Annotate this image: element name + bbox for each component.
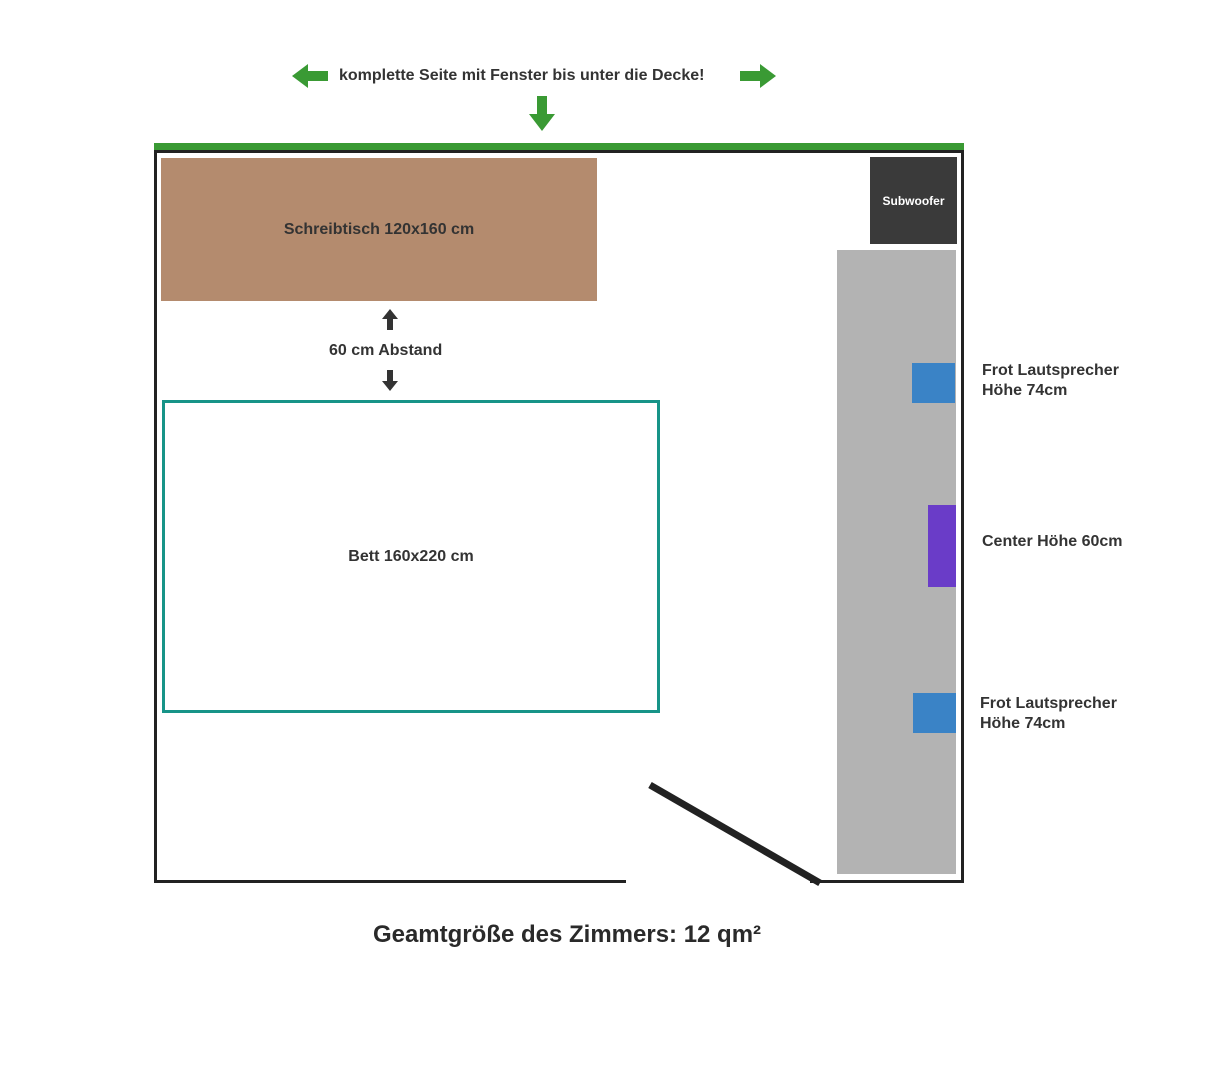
center-speaker [928, 505, 956, 587]
arrow-left-icon [292, 64, 328, 88]
arrow-right-icon [740, 64, 776, 88]
front-speaker-bottom-line1: Frot Lautsprecher [980, 695, 1117, 712]
arrow-up-shape [382, 309, 398, 330]
bed: Bett 160x220 cm [162, 400, 660, 713]
front-speaker-top-label: Frot Lautsprecher Höhe 74cm [982, 361, 1119, 401]
arrow-down-small-shape [382, 370, 398, 391]
wall-right [961, 150, 964, 883]
window-note: komplette Seite mit Fenster bis unter di… [339, 67, 705, 84]
door [648, 781, 822, 887]
subwoofer: Subwoofer [870, 157, 957, 244]
center-speaker-label: Center Höhe 60cm [982, 533, 1123, 550]
front-speaker-top-line2: Höhe 74cm [982, 382, 1068, 399]
total-size: Geamtgröße des Zimmers: 12 qm² [372, 921, 762, 948]
front-speaker-bottom [913, 693, 956, 733]
front-speaker-bottom-label: Frot Lautsprecher Höhe 74cm [980, 694, 1117, 734]
wall-top [154, 150, 964, 153]
wall-left [154, 150, 157, 883]
arrow-down-shape [529, 96, 555, 131]
bed-label: Bett 160x220 cm [348, 547, 474, 565]
wall-bottom-right [810, 880, 964, 883]
subwoofer-label: Subwoofer [882, 193, 945, 208]
arrow-down-small-icon [382, 370, 398, 391]
arrow-right-shape [740, 64, 776, 88]
front-speaker-top [912, 363, 955, 403]
front-speaker-top-line1: Frot Lautsprecher [982, 362, 1119, 379]
wall-bottom-left [154, 880, 626, 883]
arrow-down-icon [529, 96, 555, 131]
window-strip [154, 143, 964, 151]
arrow-left-shape [292, 64, 328, 88]
front-speaker-bottom-line2: Höhe 74cm [980, 715, 1066, 732]
distance-label: 60 cm Abstand [329, 342, 443, 359]
arrow-up-icon [382, 309, 398, 330]
door-leaf [648, 781, 822, 887]
desk: Schreibtisch 120x160 cm [161, 158, 597, 301]
desk-label: Schreibtisch 120x160 cm [283, 220, 475, 238]
